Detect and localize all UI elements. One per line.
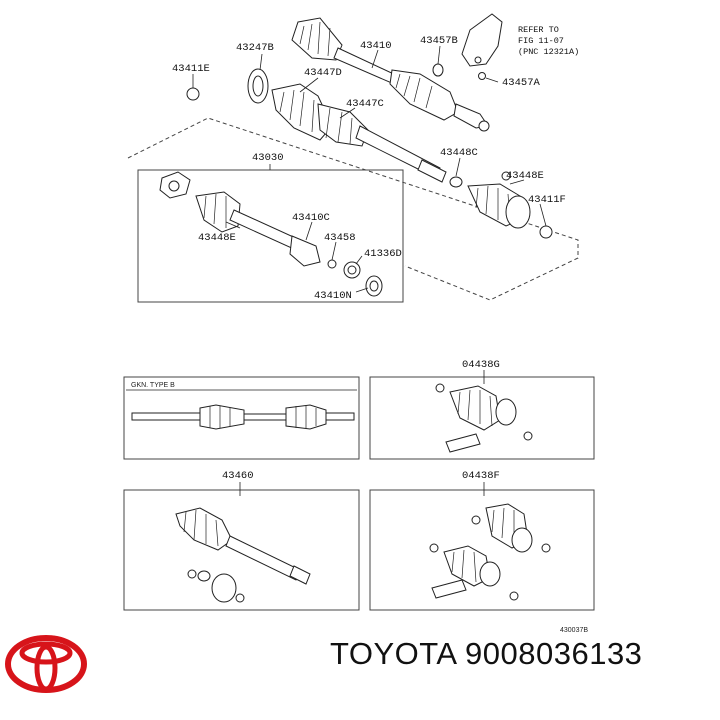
callout-43457a: 43457A (502, 77, 541, 89)
shaft-43460-drawing (175, 507, 311, 603)
part-number: 9008036133 (465, 636, 643, 671)
callout-43411e-top: 43411E (172, 63, 210, 75)
callout-43410c: 43410C (292, 212, 330, 224)
brand-name: TOYOTA (330, 636, 456, 671)
gkn-shaft-drawing (131, 404, 355, 430)
ring-43411e-top (186, 87, 200, 101)
callout-04438g: 04438G (462, 359, 500, 371)
toyota-logo (5, 635, 87, 693)
leader-lines (192, 45, 547, 293)
boot-kit-04438f-panel (369, 489, 595, 611)
callout-43447d: 43447D (304, 67, 342, 79)
refer-note-line1: REFER TO (518, 25, 559, 35)
gkn-type-b-label: GKN. TYPE B (131, 382, 175, 389)
callout-43458: 43458 (324, 232, 356, 244)
callout-43460: 43460 (222, 470, 254, 482)
refer-note-line2: FIG 11-07 (518, 36, 564, 46)
callout-43457b: 43457B (420, 35, 458, 47)
callout-43448e-left: 43448E (198, 232, 236, 244)
inboard-joint-box (137, 169, 404, 303)
assembly-dashed-outline (127, 117, 579, 301)
boot-kit-04438f-drawing (429, 503, 551, 601)
callout-43448e-right: 43448E (506, 170, 544, 182)
brand-part-number: TOYOTA 9008036133 (330, 636, 642, 672)
callout-43411f: 43411F (528, 194, 566, 206)
callout-41336d: 41336D (364, 248, 402, 260)
inboard-joint-parts (159, 171, 383, 297)
callout-04438f: 04438F (462, 470, 500, 482)
callout-43030: 43030 (252, 152, 284, 164)
gkn-type-b-panel (123, 376, 360, 460)
drive-shaft-assembly (186, 13, 553, 239)
figure-code: 430037B (560, 627, 588, 634)
callout-43447c: 43447C (346, 98, 384, 110)
shaft-43460-panel (123, 489, 360, 611)
callout-43448c: 43448C (440, 147, 478, 159)
refer-note-line3: (PNC 12321A) (518, 47, 579, 57)
boot-kit-04438g-panel (369, 376, 595, 460)
callout-43410: 43410 (360, 40, 392, 52)
callout-43247b: 43247B (236, 42, 274, 54)
boot-kit-04438g-drawing (435, 383, 533, 453)
callout-43410n: 43410N (314, 290, 352, 302)
